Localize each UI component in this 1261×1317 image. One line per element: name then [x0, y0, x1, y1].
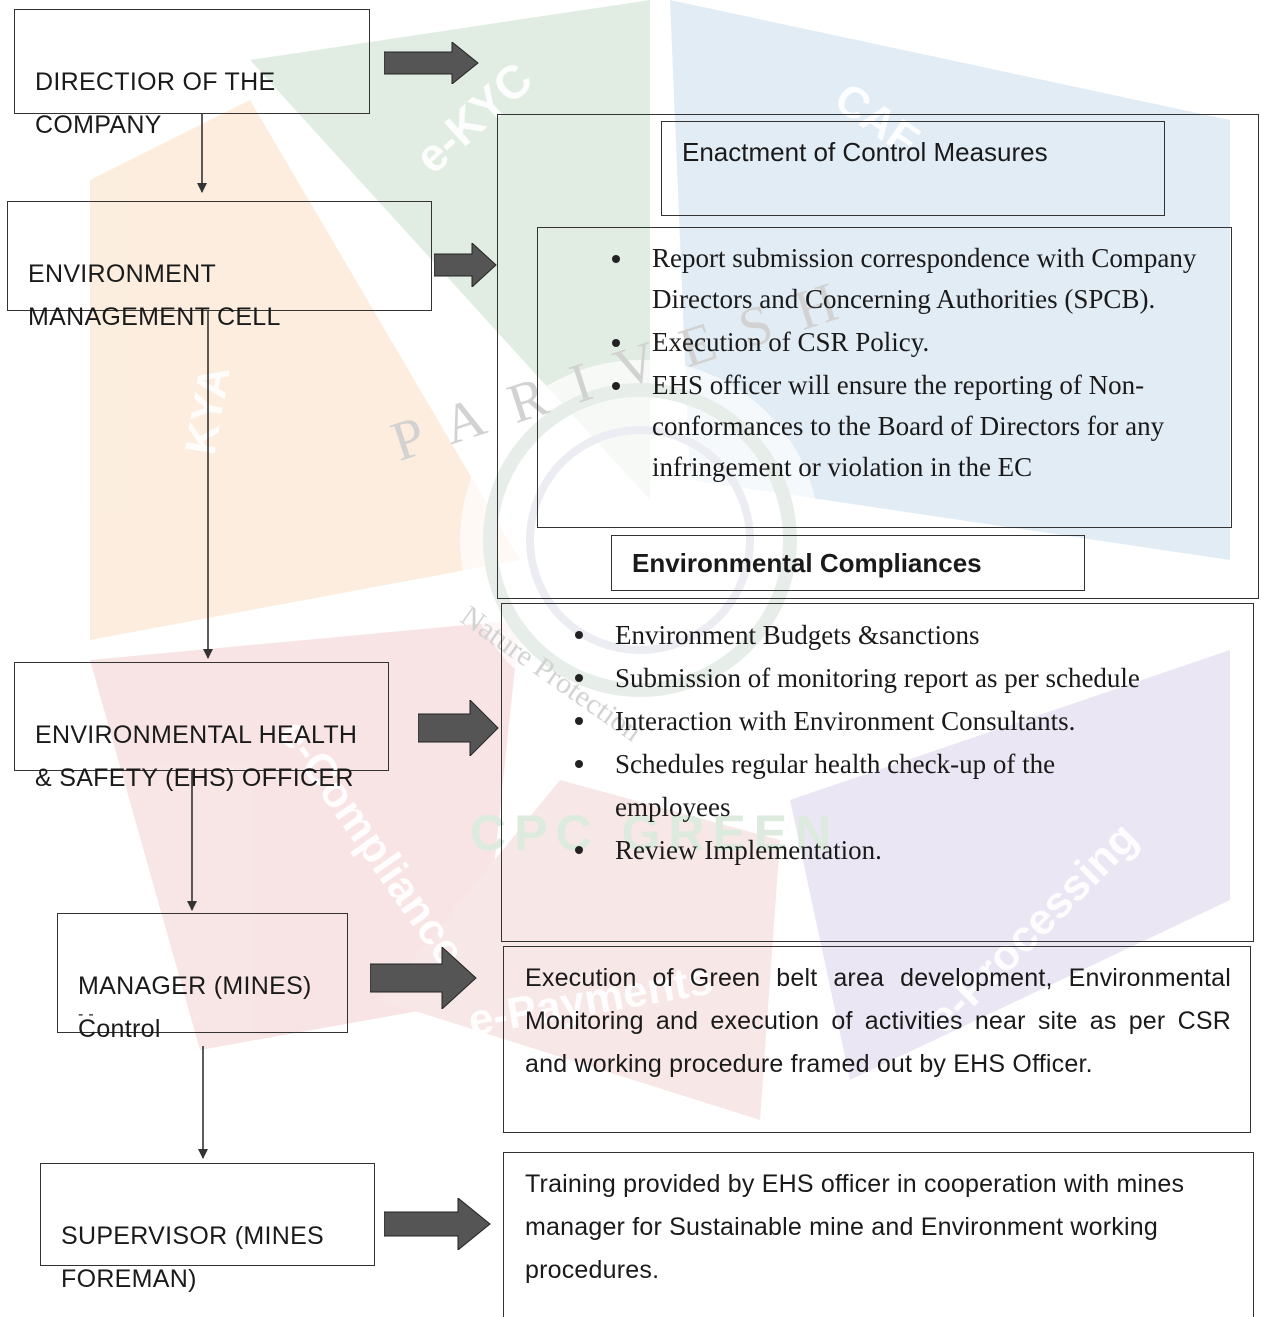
env-compliances-box: Environmental Compliances	[611, 535, 1085, 591]
watermark-segment-green	[250, 0, 650, 500]
ehs-duty-item: Schedules regular health check-up of the…	[575, 743, 1245, 829]
ehs-duty-item: Interaction with Environment Consultants…	[575, 700, 1245, 743]
manager-duties-text: Execution of Green belt area development…	[525, 964, 1231, 1078]
watermark-segment-orange	[90, 100, 520, 640]
watermark-center-bottom: CPC GREEN	[470, 805, 839, 861]
arrow-manager	[370, 947, 477, 1009]
supervisor-duties-panel: Training provided by EHS officer in coop…	[503, 1152, 1254, 1317]
supervisor-duties-text: Training provided by EHS officer in coop…	[525, 1170, 1185, 1284]
ehs-officer-label: ENVIRONMENTAL HEALTH & SAFETY (EHS) OFFI…	[35, 721, 358, 792]
supervisor-label: SUPERVISOR (MINES FOREMAN)	[61, 1222, 325, 1293]
arrow-director	[384, 42, 479, 84]
arrow-ehs	[418, 700, 499, 756]
control-measures-list: Report submission correspondence with Co…	[612, 238, 1222, 488]
control-measures-header: Enactment of Control Measures	[661, 121, 1165, 216]
arrow-supervisor	[384, 1198, 491, 1250]
manager-extra: - -	[78, 1006, 95, 1023]
ehs-duty-item: Submission of monitoring report as per s…	[575, 657, 1245, 700]
director-box: DIRECTIOR OF THE COMPANY	[14, 9, 370, 139]
control-measures-panel	[497, 114, 1259, 599]
control-measures-title: Enactment of Control Measures	[682, 137, 1048, 167]
watermark-segment-pink	[380, 780, 780, 1120]
ehs-duties-panel: Environment Budgets &sanctions Submissio…	[501, 603, 1254, 942]
manager-label: MANAGER (MINES) Control	[78, 972, 312, 1043]
env-compliances-label: Environmental Compliances	[632, 548, 982, 578]
ehs-duties-list: Environment Budgets &sanctions Submissio…	[575, 614, 1245, 872]
arrow-emc	[434, 243, 497, 287]
ehs-duty-item: Environment Budgets &sanctions	[575, 614, 1245, 657]
control-measure-item: Execution of CSR Policy.	[612, 322, 1222, 363]
emc-box: ENVIRONMENT MANAGEMENT CELL	[7, 201, 432, 331]
director-label: DIRECTIOR OF THE COMPANY	[35, 68, 276, 139]
watermark-segment-purple	[790, 650, 1230, 1080]
control-measure-item: Report submission correspondence with Co…	[612, 238, 1222, 320]
manager-box: MANAGER (MINES) Control - -	[57, 913, 348, 1043]
emc-label: ENVIRONMENT MANAGEMENT CELL	[28, 260, 281, 331]
supervisor-box: SUPERVISOR (MINES FOREMAN)	[40, 1163, 375, 1293]
ehs-duty-item: Review Implementation.	[575, 829, 1245, 872]
control-measure-item: EHS officer will ensure the reporting of…	[612, 365, 1222, 488]
control-measures-list-box: Report submission correspondence with Co…	[537, 227, 1232, 528]
manager-duties-panel: Execution of Green belt area development…	[503, 946, 1251, 1133]
ehs-officer-box: ENVIRONMENTAL HEALTH & SAFETY (EHS) OFFI…	[14, 662, 389, 792]
watermark-segment-blue	[670, 0, 1230, 560]
watermark-segment-red	[90, 620, 520, 1050]
watermark-ring	[483, 383, 797, 697]
